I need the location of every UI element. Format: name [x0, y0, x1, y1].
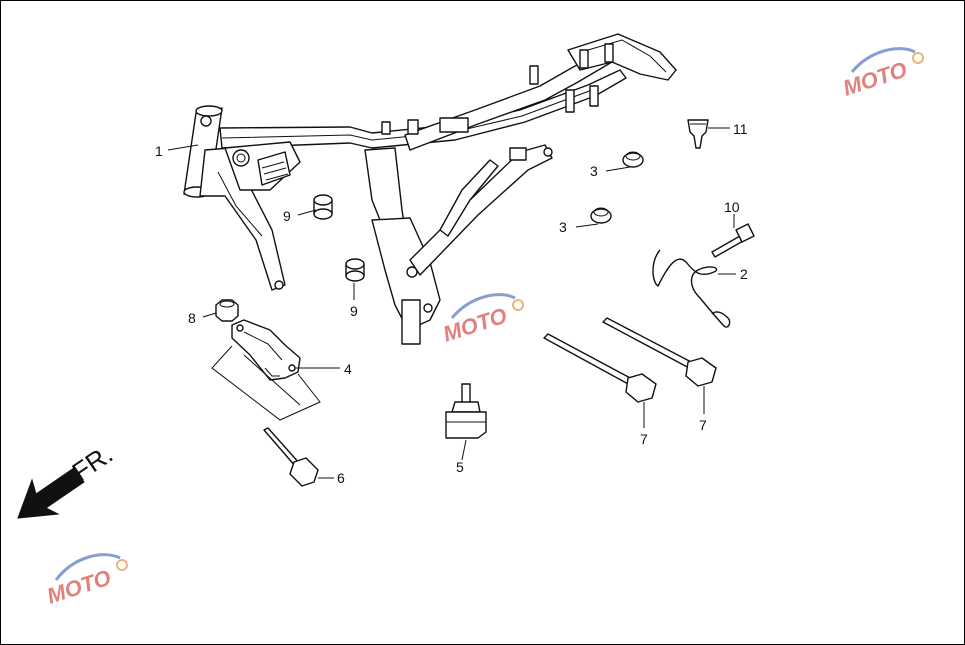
callout-11: 11 [733, 121, 748, 137]
long-bolt-part-7-left [543, 333, 657, 403]
callout-10: 10 [724, 199, 740, 215]
watermark-logo-top-right: MOTO [840, 47, 924, 101]
wire-spring-part-2 [652, 249, 731, 328]
callout-5: 5 [456, 459, 464, 475]
callout-labels: 1 2 3 3 4 5 6 7 7 8 9 9 10 11 [155, 121, 748, 486]
callout-3-upper: 3 [590, 163, 598, 179]
rubber-clip-part-11 [687, 119, 709, 149]
front-direction-indicator: FR. [17, 439, 118, 519]
front-arrow-icon [17, 467, 85, 519]
long-bolt-part-7-right [602, 317, 717, 387]
bracket-part-4 [231, 319, 301, 381]
bolt-part-6 [263, 427, 319, 487]
grommet-part-3-upper [622, 151, 644, 168]
callout-1: 1 [155, 143, 163, 159]
leader-lines [167, 127, 736, 479]
grommet-part-3-lower [590, 207, 612, 224]
motorcycle-frame [183, 33, 677, 345]
watermark-logo-center: MOTO [440, 293, 524, 347]
watermark-logo-bottom-left: MOTO [44, 553, 128, 609]
bolt-part-10 [711, 223, 755, 258]
callout-9-lower: 9 [350, 303, 358, 319]
callout-3-lower: 3 [559, 219, 567, 235]
rubber-mount-part-5 [445, 383, 487, 439]
callout-9-upper: 9 [283, 208, 291, 224]
watermark-text: MOTO [440, 303, 510, 347]
callout-7-right: 7 [699, 417, 707, 433]
callout-7-left: 7 [640, 431, 648, 447]
bushing-part-9-lower [345, 258, 365, 282]
callout-6: 6 [337, 470, 345, 486]
callout-8: 8 [188, 310, 196, 326]
watermark-text: MOTO [840, 57, 910, 101]
callout-4: 4 [344, 361, 352, 377]
watermark-text: MOTO [44, 565, 114, 609]
nut-part-8 [215, 299, 239, 322]
bushing-part-9-upper [313, 194, 333, 220]
callout-2: 2 [740, 266, 748, 282]
